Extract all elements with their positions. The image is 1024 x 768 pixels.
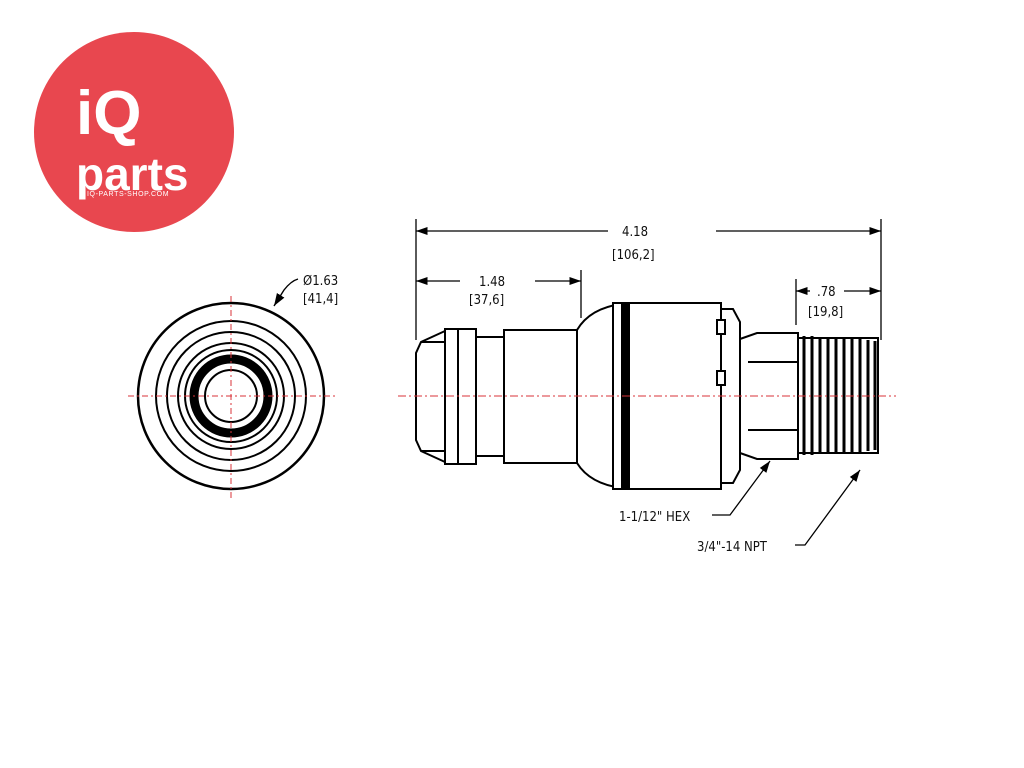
front-centerlines	[128, 296, 336, 498]
thread-leader	[795, 469, 861, 546]
hex-callout: 1-1/12" HEX	[619, 510, 690, 525]
overall-length-metric: [106,2]	[612, 248, 655, 263]
thread-length-metric: [19,8]	[808, 305, 843, 320]
iq-parts-logo: iQ parts IQ-PARTS-SHOP.COM	[34, 32, 234, 232]
diameter-label: Ø1.63	[303, 274, 338, 289]
logo-brand-bottom: parts	[76, 148, 188, 200]
stem-length-metric: [37,6]	[469, 293, 504, 308]
diameter-metric: [41,4]	[303, 292, 338, 307]
dimension-lines	[415, 219, 882, 546]
logo-badge	[34, 32, 234, 232]
thread-length-label: .78	[817, 285, 836, 300]
logo-brand-top: iQ	[76, 79, 141, 148]
stem-length-label: 1.48	[479, 275, 505, 290]
dimension-labels: 4.18 [106,2] 1.48 [37,6] .78 [19,8] 1-1/…	[469, 225, 843, 555]
logo-url: IQ-PARTS-SHOP.COM	[87, 191, 169, 198]
overall-length-label: 4.18	[622, 225, 648, 240]
hex-leader	[712, 460, 771, 516]
thread-callout: 3/4"-14 NPT	[697, 540, 768, 555]
front-diameter-dimension: Ø1.63 [41,4]	[273, 274, 338, 307]
diameter-leader	[273, 278, 299, 307]
latch-slot-top	[716, 319, 726, 335]
latch-slot-bottom	[716, 370, 726, 386]
